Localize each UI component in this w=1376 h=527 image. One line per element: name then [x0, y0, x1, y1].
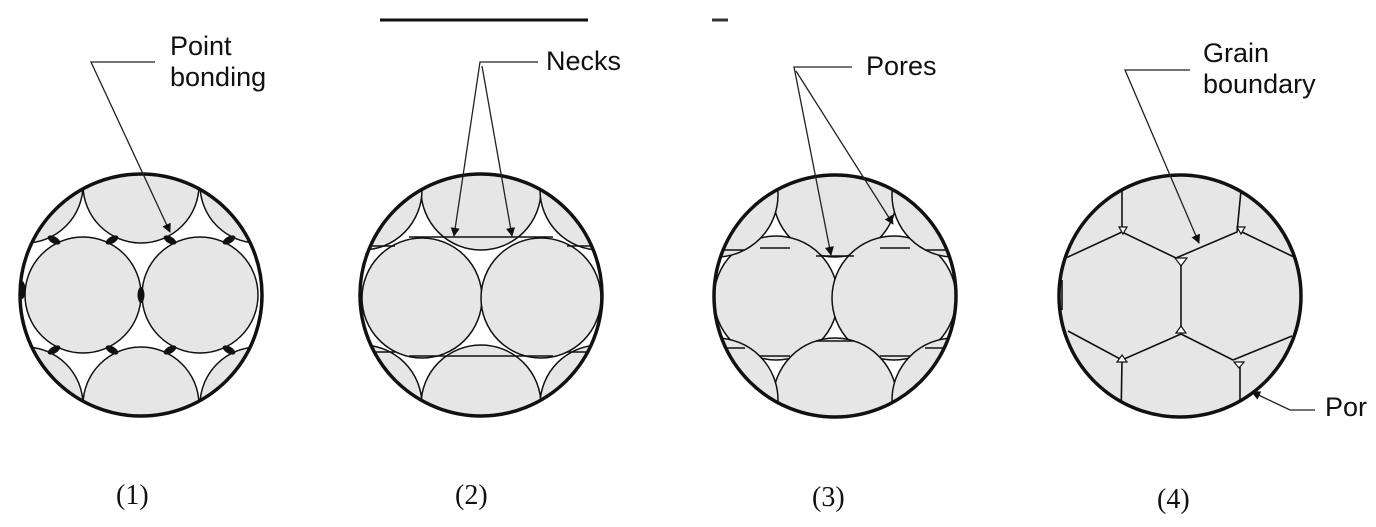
point-bond-marks	[20, 235, 236, 355]
residual-pores	[1115, 226, 1247, 369]
stage-1-circle	[18, 172, 264, 418]
grain-boundary-leader-arrow	[1124, 69, 1200, 244]
stage-3-number: (3)	[812, 482, 845, 513]
stage-2-circle	[358, 172, 604, 418]
stage-4-number: (4)	[1157, 484, 1190, 515]
stage-1-number: (1)	[116, 480, 149, 511]
pores-label: Pores	[866, 51, 937, 81]
necks-leader-arrow-2	[481, 65, 516, 237]
necks-label: Necks	[546, 46, 622, 76]
necks-leader-arrow-1	[450, 61, 538, 237]
pores-leader-arrow-1	[793, 66, 852, 256]
pore-leader-arrow	[1251, 391, 1315, 411]
point-bonding-label: Point bonding	[170, 31, 267, 92]
point-bonding-leader-arrow	[89, 61, 171, 233]
pores-leader-arrow-2	[795, 70, 894, 225]
grain-boundary-label: Grain boundary	[1203, 38, 1316, 99]
pore-label: Por	[1325, 392, 1368, 422]
stage-4-circle	[1057, 173, 1303, 419]
stage-2-number: (2)	[455, 480, 488, 511]
stage-3-circle	[712, 173, 958, 419]
